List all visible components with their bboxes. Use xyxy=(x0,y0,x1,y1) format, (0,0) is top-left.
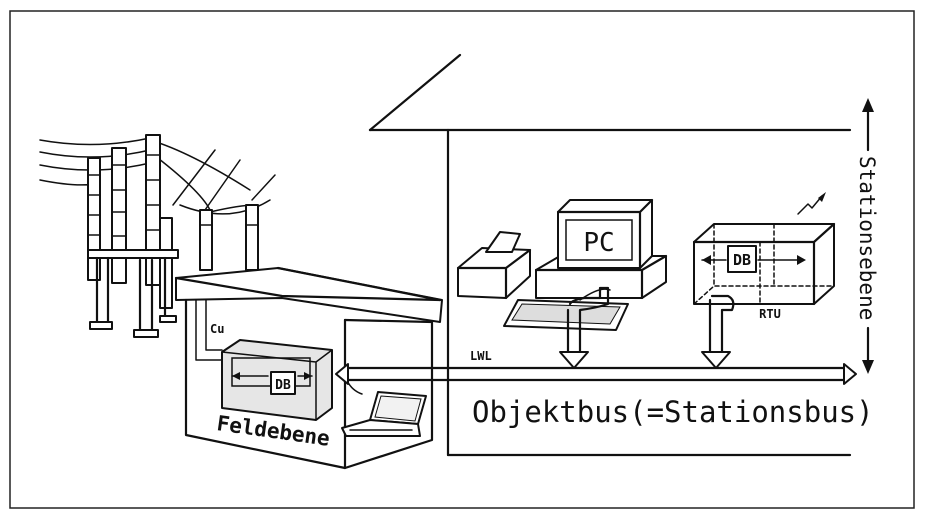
stationsebene-axis: Stationsebene xyxy=(855,98,879,374)
laptop-icon xyxy=(341,375,427,437)
outer-frame xyxy=(9,10,915,509)
rtu-bus-connector xyxy=(701,294,735,369)
pc-icon: PC xyxy=(534,198,668,300)
rtu-db-label: DB xyxy=(733,251,751,269)
objektbus-line xyxy=(335,363,857,385)
field-cabinet-icon xyxy=(174,266,443,470)
building-icon xyxy=(368,53,852,457)
lightning-icon xyxy=(797,192,826,215)
rtu-icon: DB RTU xyxy=(692,222,836,321)
field-db-box: DB xyxy=(231,371,313,395)
cu-label: Cu xyxy=(210,322,224,336)
printer-icon xyxy=(456,231,532,300)
pc-bus-connector xyxy=(559,286,610,369)
objektbus-label: Objektbus(=Stationsbus) xyxy=(472,395,874,429)
field-db-label: DB xyxy=(275,378,291,393)
lwl-label: LWL xyxy=(470,349,492,363)
rtu-label: RTU xyxy=(759,307,781,321)
stationsebene-label: Stationsebene xyxy=(855,156,879,320)
switchyard-icon xyxy=(39,134,276,338)
pc-label: PC xyxy=(583,228,614,258)
